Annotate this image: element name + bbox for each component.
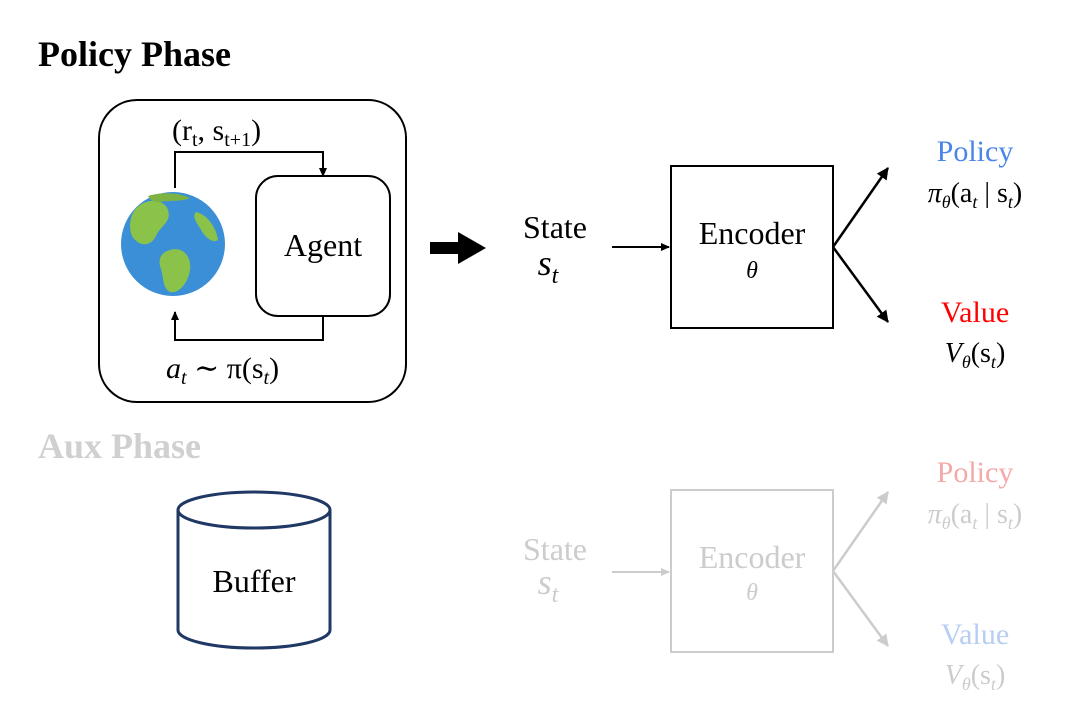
action-label: at ∼ π(st)	[166, 352, 279, 389]
policy-head-expr: πθ(at | st)	[928, 178, 1023, 212]
aux-encoder-param: θ	[746, 580, 758, 606]
environment-loop-box	[98, 99, 407, 403]
value-head-expr: Vθ(st)	[945, 338, 1006, 372]
agent-label: Agent	[284, 227, 362, 263]
action-arrow-bottom	[171, 311, 324, 341]
policy-phase-title: Policy Phase	[38, 34, 231, 74]
aux-policy-head-expr: πθ(at | st)	[928, 499, 1023, 533]
encoder-param: θ	[746, 258, 758, 284]
globe-icon	[121, 192, 225, 296]
aux-value-head-label: Value	[941, 618, 1009, 651]
aux-value-head-expr: Vθ(st)	[945, 660, 1006, 694]
aux-policy-head-label: Policy	[937, 456, 1014, 489]
encoder-label: Encoder	[699, 215, 806, 251]
feedback-arrow-top	[174, 151, 327, 188]
encoder-to-value-arrow	[831, 246, 890, 323]
buffer-cylinder	[176, 490, 332, 650]
encoder-to-policy-arrow	[831, 167, 890, 248]
transition-arrow	[430, 232, 486, 264]
policy-head-label: Policy	[937, 135, 1014, 168]
aux-encoder-box	[670, 489, 834, 653]
aux-encoder-to-policy-arrow	[831, 491, 890, 572]
reward-state-label: (rt, st+1)	[172, 114, 261, 151]
state-label: State	[523, 209, 587, 245]
buffer-label: Buffer	[213, 563, 296, 599]
aux-phase-title: Aux Phase	[38, 426, 201, 466]
value-head-label: Value	[941, 296, 1009, 329]
aux-state-label: State	[523, 531, 587, 567]
state-symbol: st	[538, 243, 560, 289]
aux-encoder-to-value-arrow	[831, 570, 890, 647]
aux-encoder-label: Encoder	[699, 539, 806, 575]
aux-state-symbol: st	[538, 562, 560, 608]
